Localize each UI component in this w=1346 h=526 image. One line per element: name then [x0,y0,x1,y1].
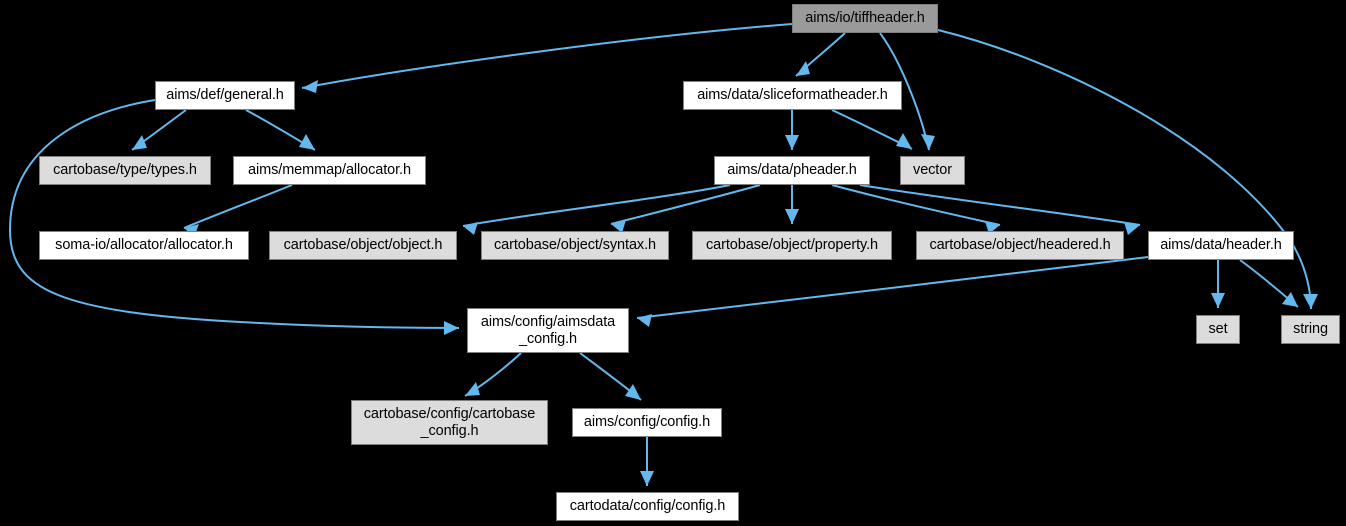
node-label-sliceformatheader: aims/data/sliceformatheader.h [697,87,888,103]
arrowhead-pheader-to-header [1124,222,1140,235]
node-general[interactable]: aims/def/general.h [155,81,295,110]
arrowhead-pheader-to-syntax [611,220,626,233]
arrowhead-tiffheader-to-vector [921,134,935,150]
node-syntax[interactable]: cartobase/object/syntax.h [481,231,669,260]
arrowhead-header-to-aimsdataconfig [637,314,652,327]
edge-header-to-aimsdataconfig [636,256,1149,319]
edge-pheader-to-header [859,184,1141,226]
node-headered[interactable]: cartobase/object/headered.h [916,231,1124,260]
node-label-memmapallocator: aims/memmap/allocator.h [248,162,411,178]
edge-pheader-to-object [462,184,731,227]
node-label-property: cartobase/object/property.h [706,237,878,253]
node-label-types: cartobase/type/types.h [53,162,197,178]
node-label-somaioallocator: soma-io/allocator/allocator.h [55,237,233,253]
node-somaioallocator[interactable]: soma-io/allocator/allocator.h [39,231,249,260]
node-cartobaseconfig[interactable]: cartobase/config/cartobase _config.h [351,400,548,445]
node-property[interactable]: cartobase/object/property.h [692,231,892,260]
edge-tiffheader-to-string [937,29,1312,310]
node-label-aimsconfig: aims/config/config.h [583,414,711,430]
arrowhead-tiffheader-to-string [1303,294,1318,309]
node-label-pheader: aims/data/pheader.h [727,162,857,178]
edge-memmapallocator-to-somaioallocator [183,184,293,229]
node-label-tiffheader: aims/io/tiffheader.h [805,10,925,26]
node-label-syntax: cartobase/object/syntax.h [494,237,656,253]
arrowhead-general-to-aimsdataconfig [444,321,459,335]
node-types[interactable]: cartobase/type/types.h [39,156,211,185]
node-label-headered: cartobase/object/headered.h [929,237,1111,253]
arrowhead-aimsdataconfig-to-aimsconfig [625,384,641,400]
node-label-set: set [1208,321,1228,337]
node-label-header: aims/data/header.h [1160,237,1282,253]
node-set[interactable]: set [1196,315,1240,344]
arrowhead-sliceformatheader-to-pheader [785,135,799,150]
edge-pheader-to-syntax [610,184,761,225]
node-sliceformatheader[interactable]: aims/data/sliceformatheader.h [683,81,902,110]
node-memmapallocator[interactable]: aims/memmap/allocator.h [233,156,426,185]
node-tiffheader[interactable]: aims/io/tiffheader.h [792,4,938,33]
node-pheader[interactable]: aims/data/pheader.h [714,156,870,185]
node-label-object: cartobase/object/object.h [283,237,443,253]
arrowhead-header-to-set [1211,293,1225,308]
node-string[interactable]: string [1281,315,1340,344]
arrowhead-pheader-to-property [785,209,799,224]
arrowhead-aimsdataconfig-to-cartobaseconfig [465,382,480,396]
arrowhead-pheader-to-object [463,222,478,235]
edge-tiffheader-to-general [301,23,793,89]
node-vector[interactable]: vector [900,156,965,185]
arrowhead-tiffheader-to-sliceformatheader [796,61,810,76]
node-label-vector: vector [913,162,952,178]
arrowhead-sliceformatheader-to-vector [896,133,912,149]
node-object[interactable]: cartobase/object/object.h [269,231,457,260]
node-header[interactable]: aims/data/header.h [1148,231,1294,260]
arrowhead-header-to-string [1282,292,1298,307]
node-label-general: aims/def/general.h [166,87,284,103]
node-label-cartodataconfig: cartodata/config/config.h [569,498,726,514]
arrowhead-general-to-memmapallocator [299,134,315,150]
arrowhead-general-to-types [132,135,147,150]
node-label-cartobaseconfig: cartobase/config/cartobase _config.h [363,405,536,439]
edge-pheader-to-headered [831,184,1001,226]
node-cartodataconfig[interactable]: cartodata/config/config.h [556,492,739,521]
arrowhead-tiffheader-to-general [302,80,318,93]
node-label-string: string [1293,321,1328,337]
node-aimsdataconfig[interactable]: aims/config/aimsdata _config.h [467,308,629,353]
edge-general-to-aimsdataconfig [8,99,460,329]
node-label-aimsdataconfig: aims/config/aimsdata _config.h [480,313,616,347]
arrowhead-aimsconfig-to-cartodataconfig [640,471,654,486]
node-aimsconfig[interactable]: aims/config/config.h [572,408,722,437]
arrowhead-pheader-to-headered [985,221,1000,234]
